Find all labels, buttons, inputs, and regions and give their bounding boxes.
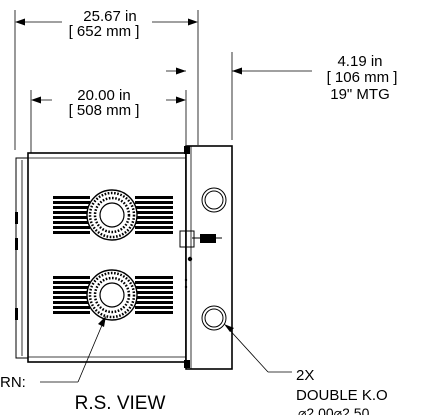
vent-grill-lower bbox=[53, 276, 173, 314]
left-callout: RN: bbox=[0, 316, 106, 391]
vent-grill-upper bbox=[53, 196, 173, 234]
view-title: R.S. VIEW bbox=[75, 393, 166, 414]
flange-depth-metric: [ 106 mm ] bbox=[327, 69, 398, 86]
left-callout-label: RN: bbox=[0, 374, 26, 391]
chassis-width-dimension: 20.00 in [ 508 mm ] bbox=[30, 84, 187, 155]
overall-width-metric: [ 652 mm ] bbox=[69, 23, 140, 40]
knockout-callout: 2X DOUBLE K.O ⌀2.00⌀2.50 bbox=[224, 324, 388, 415]
chassis-side-view bbox=[15, 145, 233, 370]
fan-upper-icon bbox=[86, 189, 138, 241]
knockout-count: 2X bbox=[296, 367, 314, 384]
chassis-width-imperial: 20.00 in bbox=[77, 87, 130, 104]
knockout-type: DOUBLE K.O bbox=[296, 387, 388, 404]
knockout-size: ⌀2.00⌀2.50 bbox=[298, 405, 370, 415]
mounting-note: 19" MTG bbox=[330, 86, 390, 103]
upper-knockout-icon bbox=[201, 187, 227, 213]
chassis-width-metric: [ 508 mm ] bbox=[69, 102, 140, 119]
fan-lower-icon bbox=[86, 269, 138, 321]
lower-knockout-icon bbox=[201, 305, 227, 331]
flange-depth-dimension: 4.19 in [ 106 mm ] 19" MTG bbox=[166, 52, 397, 140]
flange-depth-imperial: 4.19 in bbox=[337, 53, 382, 70]
overall-width-dimension: 25.67 in [ 652 mm ] bbox=[14, 8, 199, 150]
overall-width-imperial: 25.67 in bbox=[83, 8, 136, 25]
